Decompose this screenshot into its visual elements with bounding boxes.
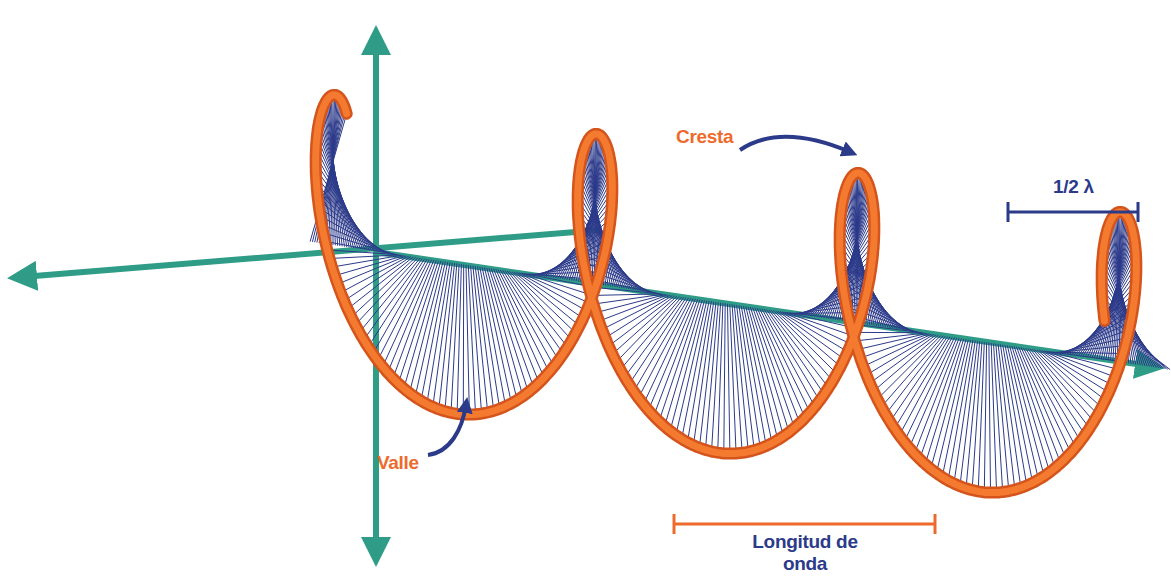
hatch-line (383, 260, 432, 367)
hatch-line (398, 261, 438, 384)
hatch-line (427, 262, 450, 404)
hatch-line (1042, 351, 1109, 393)
hatch-line (1037, 350, 1102, 408)
hatch-line (984, 342, 986, 492)
hatch-line (676, 301, 707, 436)
hatch-line (954, 341, 975, 484)
hatch-line (760, 309, 810, 413)
hatch-line (496, 269, 544, 377)
hatch-line (744, 306, 773, 443)
hatch-line (457, 264, 461, 414)
half-wavelength-label: 1/2 λ (1053, 176, 1094, 198)
hatch-line (1049, 352, 1119, 370)
pointer-arrow (740, 137, 850, 152)
hatch-line (1007, 345, 1038, 479)
hatch-line (734, 305, 748, 452)
hatch-line (904, 338, 954, 442)
hatch-line (415, 262, 445, 397)
hatch-line (478, 267, 500, 409)
helix-stroke (316, 95, 1137, 493)
helix-stroke (316, 95, 1137, 493)
hatch-line (764, 309, 820, 400)
hatch-line (393, 260, 436, 378)
hatch-line (942, 340, 970, 477)
hatch-line (732, 304, 742, 452)
hatch-line (1012, 346, 1050, 472)
hatch-line (852, 332, 922, 333)
hatch-line (978, 342, 984, 491)
hatch-line (463, 265, 464, 415)
hatch-line (750, 307, 789, 432)
hatch-line (648, 299, 695, 410)
hatch-line (605, 296, 672, 338)
hatch-line (909, 338, 957, 448)
hatch-line (475, 266, 494, 411)
hatch-line (718, 303, 723, 453)
hatch-line (874, 335, 939, 391)
hatch-line (739, 305, 760, 448)
hatch-line (773, 311, 837, 374)
hatch-line (1005, 345, 1033, 483)
hatch-line (989, 343, 991, 493)
hatch-line (1028, 348, 1085, 434)
hatch-line (388, 260, 434, 373)
hatch-line (421, 262, 448, 401)
hatch-line (867, 334, 934, 375)
hatch-line (776, 311, 841, 367)
hatch-line (330, 255, 400, 259)
hatch-line (602, 295, 670, 329)
hatch-line (767, 310, 825, 395)
pointer-arrow (428, 405, 466, 455)
hatch-line (914, 338, 959, 453)
hatch-line (724, 303, 725, 453)
hatch-line (1026, 348, 1081, 441)
hatch-line (757, 308, 805, 418)
hatch-line (991, 343, 996, 493)
crest-label: Cresta (676, 126, 733, 148)
half-wavelength-bracket (1008, 202, 1138, 222)
helix-wave (316, 95, 1137, 493)
axes (22, 40, 1150, 552)
hatch-line (1104, 319, 1170, 370)
hatch-line (327, 250, 397, 255)
hatch-line (593, 294, 663, 304)
hatch-line (972, 342, 982, 491)
hatch-line (344, 257, 411, 301)
hatch-line (596, 295, 665, 313)
hatch-line (487, 268, 523, 396)
field-hatching (310, 95, 1170, 493)
trough-label: Valle (377, 452, 419, 474)
wavelength-label: Longitud de onda (750, 531, 860, 575)
wavelength-bracket (674, 514, 935, 534)
hatch-line (1021, 347, 1071, 452)
hatch-line (433, 263, 453, 407)
hatch-line (512, 272, 576, 334)
hatch-line (855, 333, 925, 341)
hatch-line (712, 303, 721, 452)
hatch-line (682, 301, 710, 439)
hatch-line (643, 299, 693, 405)
hatch-line (730, 304, 736, 453)
hatch-line (612, 296, 677, 354)
hatch-line (654, 299, 698, 416)
hatch-line (1019, 347, 1066, 458)
hatch-line (599, 295, 668, 321)
hatch-line (728, 304, 730, 454)
hatch-line (591, 294, 661, 296)
hatch-line (473, 266, 488, 413)
hatch-line (860, 334, 929, 358)
hatch-line (780, 312, 848, 352)
hatch-line (966, 341, 980, 488)
hatch-line (693, 302, 713, 446)
hatch-line (503, 270, 559, 360)
